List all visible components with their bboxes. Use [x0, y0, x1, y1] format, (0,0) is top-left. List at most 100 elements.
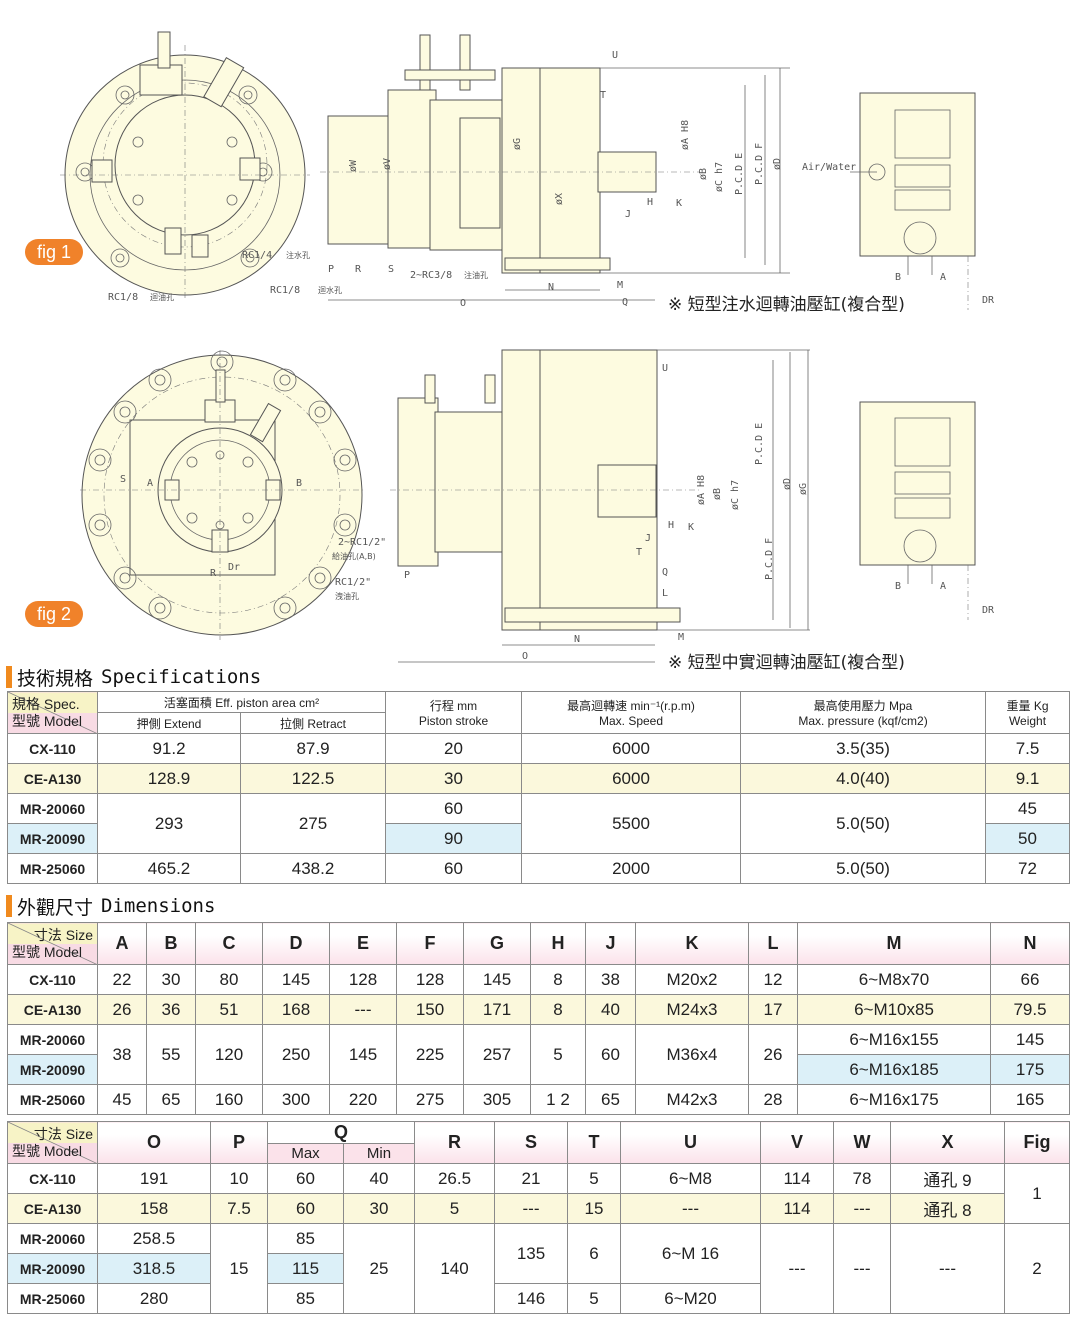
- svg-text:J: J: [645, 533, 651, 544]
- dimensions-table-2: 寸法 Size 型號 Model O P Q R S T U V W X Fig…: [7, 1121, 1071, 1314]
- svg-text:øX: øX: [554, 193, 565, 205]
- svg-text:øV: øV: [382, 158, 393, 170]
- svg-text:P.C.D E: P.C.D E: [754, 423, 765, 465]
- svg-text:A: A: [940, 272, 946, 283]
- svg-text:øC h7: øC h7: [730, 480, 741, 510]
- fig2-side-view: U T J H K Q L P N O M øA H8 øB øC h7 P.C…: [390, 349, 810, 663]
- svg-text:K: K: [676, 198, 682, 209]
- svg-text:N: N: [548, 282, 554, 293]
- svg-text:M: M: [678, 632, 684, 643]
- technical-drawings: .f{fill:#fdfbe0;stroke:#555;stroke-width…: [60, 31, 995, 663]
- table-row: MR-20060 258.5 15 85 25 140 135 6 6~M 16…: [7, 1223, 1071, 1314]
- svg-text:K: K: [688, 522, 694, 533]
- svg-text:P.C.D F: P.C.D F: [764, 538, 775, 580]
- svg-text:N: N: [574, 634, 580, 645]
- svg-text:洩油孔: 洩油孔: [335, 591, 359, 601]
- svg-text:øW: øW: [348, 159, 359, 172]
- svg-text:Air/Water: Air/Water: [802, 162, 856, 173]
- svg-text:øG: øG: [798, 483, 809, 495]
- fig2-caption: ※ 短型中實迴轉油壓缸(複合型): [668, 653, 905, 673]
- svg-text:2~RC3/8: 2~RC3/8: [410, 270, 452, 281]
- svg-text:øB: øB: [712, 488, 723, 500]
- svg-text:M: M: [617, 280, 623, 291]
- svg-text:P: P: [404, 570, 410, 581]
- svg-text:注油孔: 注油孔: [464, 270, 488, 280]
- svg-text:O: O: [460, 298, 466, 309]
- spec-retract-header: 拉側 Retract: [239, 712, 387, 734]
- fig1-caption: ※ 短型注水迴轉油壓缸(複合型): [668, 295, 905, 315]
- svg-text:T: T: [600, 90, 606, 101]
- svg-text:øD: øD: [772, 158, 783, 170]
- spec-corner-header: 規格 Spec. 型號 Model: [7, 691, 98, 734]
- svg-text:A: A: [940, 581, 946, 592]
- svg-text:P.C.D E: P.C.D E: [734, 153, 745, 195]
- svg-text:P.C.D F: P.C.D F: [754, 143, 765, 185]
- fig1-rc18-label: RC1/8: [270, 285, 300, 296]
- svg-text:P: P: [328, 264, 334, 275]
- fig1-front-view: RC1/4 注水孔 RC1/8 迴油孔: [60, 31, 310, 303]
- table-row: MR-20090 318.5 115: [7, 1253, 1070, 1284]
- svg-text:R: R: [210, 568, 217, 579]
- fig2-front-view: S A B R Dr 2~RC1/2" 給油孔(A,B) RC1/2" 洩油孔: [80, 350, 386, 640]
- svg-text:B: B: [296, 478, 302, 489]
- svg-text:J: J: [625, 209, 631, 220]
- svg-text:DR: DR: [982, 295, 995, 306]
- svg-text:L: L: [662, 588, 668, 599]
- spec-extend-header: 押側 Extend: [97, 712, 241, 734]
- svg-text:øG: øG: [512, 138, 523, 150]
- svg-text:2~RC1/2": 2~RC1/2": [338, 537, 386, 548]
- svg-text:H: H: [668, 520, 674, 531]
- fig1-hydraulic-schematic: Air/Water B A DR: [802, 92, 995, 310]
- svg-text:O: O: [522, 651, 528, 662]
- table-row: MR-25060 280 85 146 5 6~M20: [7, 1283, 1070, 1314]
- specifications-table: 規格 Spec. 型號 Model 活塞面積 Eff. piston area …: [7, 691, 1071, 884]
- fig1-rc14-label: RC1/4: [242, 250, 272, 261]
- spec-area-header: 活塞面積 Eff. piston area cm²: [96, 691, 387, 713]
- svg-text:DR: DR: [982, 605, 995, 616]
- svg-text:øC h7: øC h7: [714, 162, 725, 192]
- svg-text:øD: øD: [782, 478, 793, 490]
- svg-text:RC1/2": RC1/2": [335, 577, 371, 588]
- spec-speed-header: 最高迴轉速 min⁻¹(r.p.m)Max. Speed: [521, 691, 742, 734]
- svg-text:R: R: [355, 264, 362, 275]
- svg-text:øB: øB: [698, 168, 709, 180]
- section-marker: [6, 666, 12, 688]
- svg-text:S: S: [388, 264, 394, 275]
- dim2-corner-header: 寸法 Size 型號 Model: [7, 1121, 98, 1164]
- fig1-side-view: U T J H K P R S O N M Q RC1/8 迴水孔 2~RC3/…: [270, 34, 790, 309]
- dim1-corner-header: 寸法 Size 型號 Model: [7, 922, 98, 965]
- fig2-badge: fig 2: [25, 601, 83, 627]
- svg-text:B: B: [895, 272, 901, 283]
- svg-text:B: B: [895, 581, 901, 592]
- svg-text:øA H8: øA H8: [696, 475, 707, 505]
- dim-section-title: 外觀尺寸 Dimensions: [6, 894, 215, 919]
- svg-text:H: H: [647, 197, 653, 208]
- svg-text:給油孔(A,B): 給油孔(A,B): [332, 551, 376, 561]
- spec-section-title: 技術規格 Specifications: [6, 665, 261, 690]
- section-marker: [6, 895, 12, 917]
- svg-text:迴水孔: 迴水孔: [318, 285, 342, 295]
- svg-text:A: A: [147, 478, 153, 489]
- svg-text:øA H8: øA H8: [680, 120, 691, 150]
- fig1-badge: fig 1: [25, 239, 83, 265]
- svg-text:Dr: Dr: [228, 562, 240, 573]
- svg-text:Q: Q: [662, 567, 668, 578]
- svg-text:注水孔: 注水孔: [286, 250, 310, 260]
- svg-text:Q: Q: [622, 297, 628, 308]
- fig1-rc18-return-label: RC1/8: [108, 292, 138, 303]
